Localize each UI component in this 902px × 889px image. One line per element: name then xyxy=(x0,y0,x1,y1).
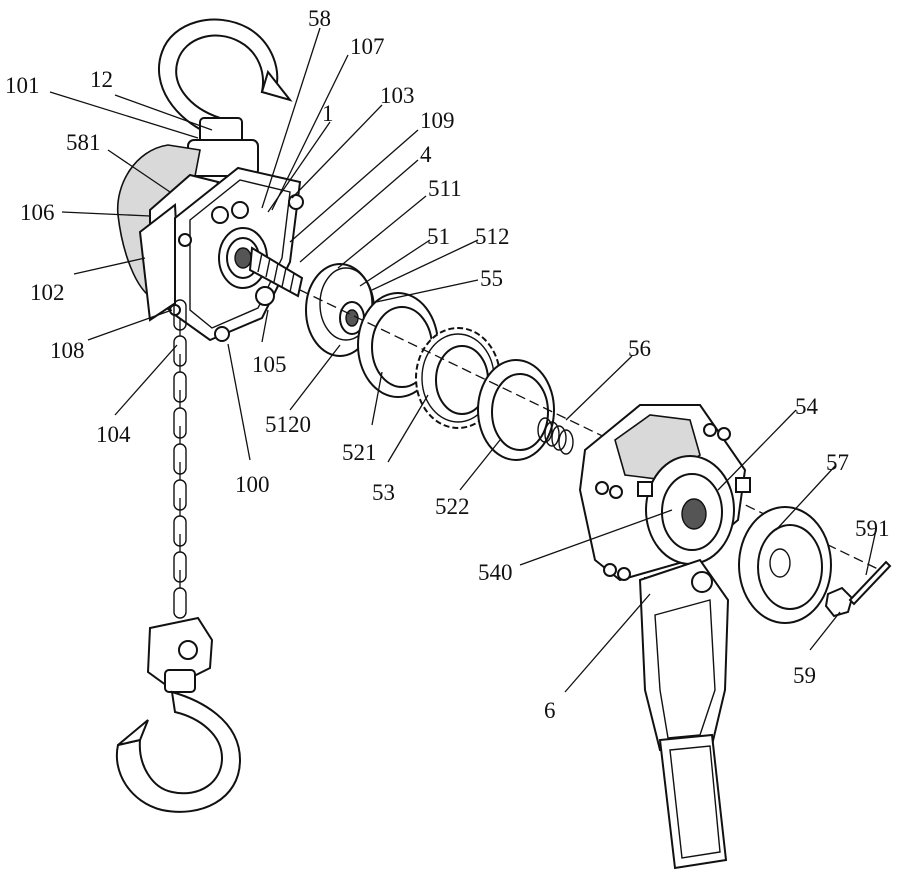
bottom-hook xyxy=(117,618,240,812)
callout-5120: 5120 xyxy=(265,412,311,437)
callout-57: 57 xyxy=(826,450,849,475)
callout-55: 55 xyxy=(480,266,503,291)
callout-522: 522 xyxy=(435,494,470,519)
callout-105: 105 xyxy=(252,352,287,377)
callout-58: 58 xyxy=(308,6,331,31)
callout-59: 59 xyxy=(793,663,816,688)
callout-101: 101 xyxy=(5,73,40,98)
callout-1: 1 xyxy=(322,101,334,126)
lever-housing-54 xyxy=(580,405,750,592)
load-chain xyxy=(174,300,186,618)
callout-104: 104 xyxy=(96,422,131,447)
callout-6: 6 xyxy=(544,698,556,723)
callout-4: 4 xyxy=(420,142,432,167)
knob-57 xyxy=(739,507,831,623)
callout-56: 56 xyxy=(628,336,651,361)
friction-ring-522 xyxy=(478,360,554,460)
callout-540: 540 xyxy=(478,560,513,585)
callout-591: 591 xyxy=(855,516,890,541)
callout-106: 106 xyxy=(20,200,55,225)
pin-591 xyxy=(850,562,890,604)
callout-12: 12 xyxy=(90,67,113,92)
callout-107: 107 xyxy=(350,34,385,59)
callout-512: 512 xyxy=(475,224,510,249)
callout-54: 54 xyxy=(795,394,819,419)
callout-581: 581 xyxy=(66,130,101,155)
callout-511: 511 xyxy=(428,176,462,201)
callout-51: 51 xyxy=(427,224,450,249)
callout-521: 521 xyxy=(342,440,377,465)
callout-108: 108 xyxy=(50,338,85,363)
callout-100: 100 xyxy=(235,472,270,497)
callout-102: 102 xyxy=(30,280,65,305)
callout-109: 109 xyxy=(420,108,455,133)
callout-53: 53 xyxy=(372,480,395,505)
callout-103: 103 xyxy=(380,83,415,108)
lever-handle-6 xyxy=(640,560,728,868)
nut-59 xyxy=(826,588,852,616)
